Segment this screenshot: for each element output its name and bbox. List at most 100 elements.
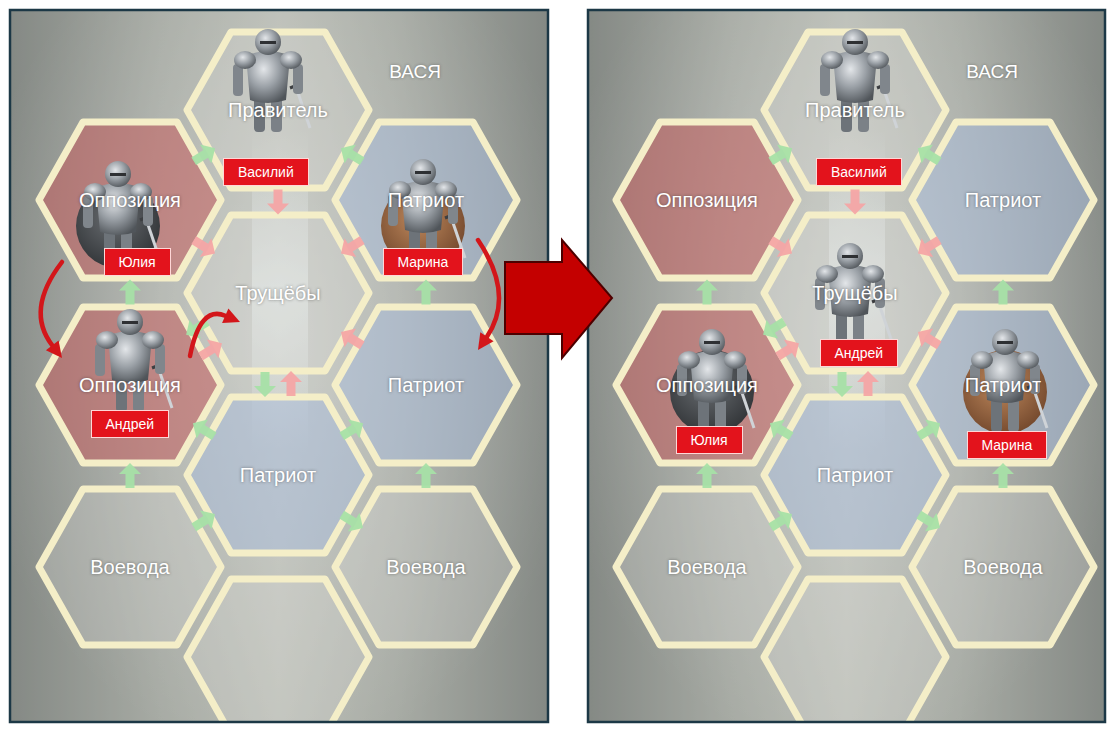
board-label: ВАСЯ [966,61,1018,83]
name-tag: Василий [223,158,309,186]
board-label: ВАСЯ [389,61,441,83]
hex-fill [335,307,517,463]
name-tag: Марина [967,431,1048,459]
move-allowed-arrow [992,280,1014,305]
cell-name: Патриот [965,188,1041,212]
cell-name: Патриот [965,373,1041,397]
hex-fill [912,122,1094,278]
arrow-shape [992,280,1014,305]
hex-fill [764,215,946,371]
move-penalty-arrow [857,371,879,396]
cell-name: Воевода [386,555,465,579]
hex-fill [912,489,1094,645]
arrow-shape [254,372,276,397]
hex-cell: Воевода [612,485,802,649]
knight-figures [76,29,1047,434]
player-name: Юлия [119,254,156,270]
cell-name: Правитель [228,98,328,122]
panel-frame [588,10,1105,722]
cell-name: Оппозиция [656,373,758,397]
hex-cell: ОппозицияАндрей [35,303,225,467]
hex-fill [764,397,946,553]
red-transition-arrow [505,240,612,358]
cell-name: Оппозиция [79,373,181,397]
hex-cell: Воевода [908,485,1098,649]
arrow-shape [992,463,1014,488]
arrow-shape [119,463,141,488]
hex-cell: Оппозиция [612,118,802,282]
move-allowed-arrow [119,280,141,305]
hex-fill [335,489,517,645]
cell-name: Оппозиция [656,188,758,212]
hex-fill [39,122,221,278]
name-tag: Марина [383,248,464,276]
hex-fill [335,122,517,278]
hex-fill [616,307,798,463]
arrow-shape [280,371,302,396]
arrow-shape [267,190,289,215]
empty-hex [764,579,946,722]
right-panel-ground [588,10,1105,722]
hex-fill [39,307,221,463]
hex-cell: Воевода [331,485,521,649]
player-name: Марина [982,437,1033,453]
move-allowed-arrow [254,372,276,397]
left-panel-ground [10,10,548,722]
hex-cell: ТрущёбыАндрей [760,211,950,375]
move-allowed-arrow [992,463,1014,488]
hex-fill [187,215,369,371]
player-name: Василий [831,164,887,180]
move-allowed-arrow [696,280,718,305]
move-penalty-arrow [267,190,289,215]
arrow-shape [831,372,853,397]
name-tag: Юлия [104,248,171,276]
hex-fill [616,122,798,278]
hex-cell: ПравительВасилий [760,28,950,192]
arrow-shape [844,190,866,215]
player-name: Андрей [106,416,155,432]
cell-name: Правитель [805,98,905,122]
cell-name: Патриот [388,373,464,397]
move-allowed-arrow [415,463,437,488]
name-tag: Юлия [676,426,743,454]
cell-name: Патриот [240,463,316,487]
hex-cell: ОппозицияЮлия [35,118,225,282]
cell-name: Трущёбы [235,281,320,305]
player-label: ВАСЯ [966,61,1018,82]
move-allowed-arrow [119,463,141,488]
empty-hex [187,579,369,722]
hex-cell: Патриот [183,393,373,557]
move-arrow [41,262,62,358]
hex-cell: Патриот [760,393,950,557]
name-tag: Андрей [820,339,899,367]
player-name: Андрей [835,345,884,361]
cell-name: Воевода [963,555,1042,579]
hex-fill [912,307,1094,463]
player-name: Марина [398,254,449,270]
hex-fill [764,32,946,188]
player-name: Василий [238,164,294,180]
hex-cell: ПатриотМарина [331,118,521,282]
hex-fill [616,489,798,645]
move-allowed-arrow [831,372,853,397]
panel-frame [10,10,548,722]
hex-cell: ОппозицияЮлия [612,303,802,467]
arrow-shape [696,463,718,488]
move-allowed-arrow [696,463,718,488]
cell-name: Воевода [90,555,169,579]
arrow-shape [415,463,437,488]
move-penalty-arrow [844,190,866,215]
name-tag: Василий [816,158,902,186]
move-allowed-arrow [415,280,437,305]
hex-cell: ПравительВасилий [183,28,373,192]
arrow-shape [857,371,879,396]
hex-fill [187,32,369,188]
hex-cell: Воевода [35,485,225,649]
cell-name: Оппозиция [79,188,181,212]
name-tag: Андрей [91,410,170,438]
arrow-shape [696,280,718,305]
cell-name: Патриот [817,463,893,487]
arrow-shape [119,280,141,305]
